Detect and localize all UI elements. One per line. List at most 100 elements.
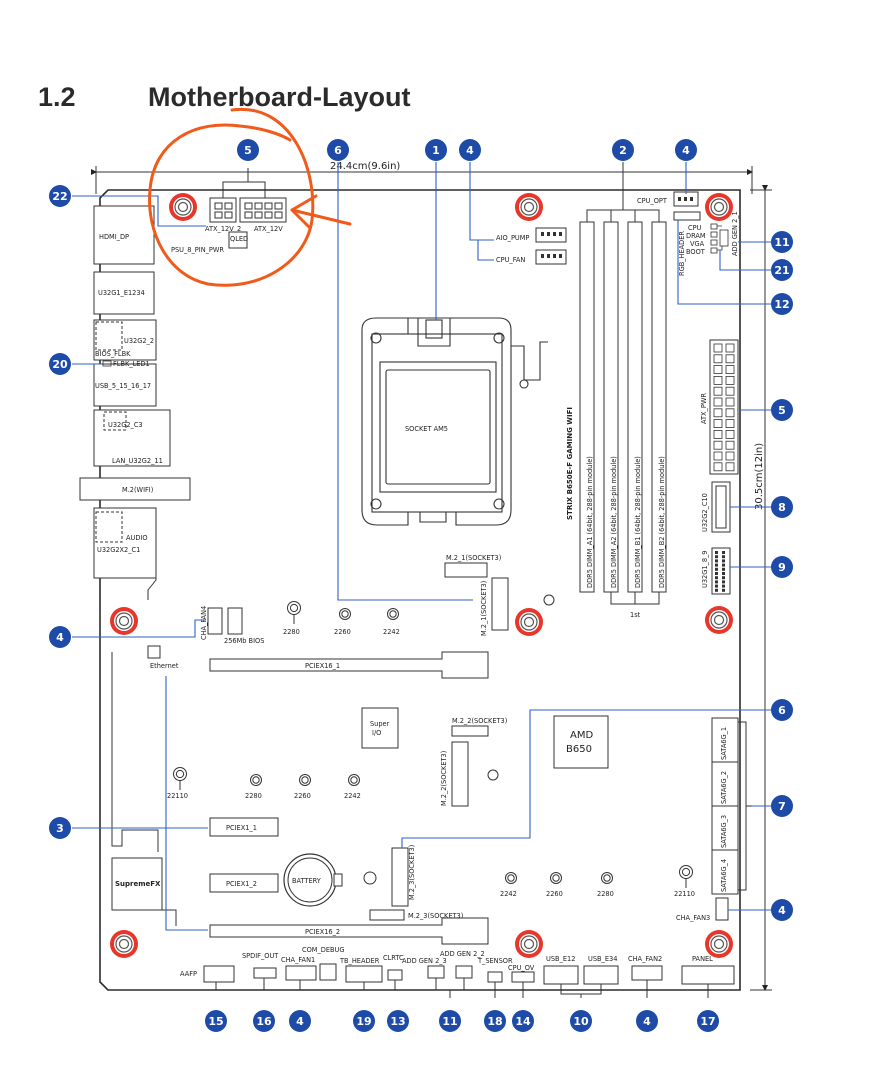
u32g2-2-label: U32G2_2 xyxy=(124,337,154,345)
callout-badge: 3 xyxy=(49,817,71,839)
q-led-vga-label: VGA xyxy=(690,240,705,248)
callout-badge: 8 xyxy=(771,496,793,518)
callout-badge: 4 xyxy=(771,899,793,921)
cpu-socket xyxy=(361,317,548,526)
callout-number: 6 xyxy=(778,704,786,717)
mount-hole xyxy=(704,192,734,222)
usb-pin xyxy=(715,576,718,580)
bios-flbk-label: BIOS_FLBK xyxy=(95,350,131,358)
atx-pin xyxy=(725,440,735,450)
board-name: STRIX B650E-F GAMING WIFI xyxy=(566,407,574,520)
usb-pin xyxy=(715,580,718,584)
m2-1-label: M.2_1(SOCKET3) xyxy=(446,554,501,562)
usb-8-9-header xyxy=(711,547,731,595)
callout-leaders xyxy=(72,162,771,931)
callout-badge: 6 xyxy=(771,699,793,721)
atx-pin xyxy=(713,354,723,364)
u32g2-c3-label: U32G2_C3 xyxy=(108,421,143,429)
usb-pin xyxy=(722,563,725,567)
m2-standoff xyxy=(550,872,562,884)
m2-standoff xyxy=(299,774,311,786)
m2-3-slot xyxy=(369,847,409,921)
callout-badge: 9 xyxy=(771,556,793,578)
atx-pin xyxy=(713,375,723,385)
atx-pwr-label: ATX_PWR xyxy=(700,393,708,424)
mount-hole xyxy=(514,192,544,222)
callout-number: 1 xyxy=(432,144,440,157)
callout-badge: 6 xyxy=(327,139,349,161)
dimm-a2-label: DDR5 DIMM_A2 (64bit, 288-pin module) xyxy=(610,456,618,588)
pciex1-2-slot xyxy=(209,873,279,893)
m2-size-label: 2260 xyxy=(294,792,311,800)
usb-5-15-label: USB_5_15_16_17 xyxy=(95,382,151,390)
callout-badge: 4 xyxy=(459,139,481,161)
rgb-header-label: RGB_HEADER xyxy=(678,231,686,276)
atx-pin xyxy=(725,451,735,461)
usb-pin xyxy=(715,559,718,563)
super-io-chip xyxy=(361,707,399,749)
m2-wifi-label: M.2(WIFI) xyxy=(122,486,153,494)
callout-badge: 11 xyxy=(771,231,793,253)
m2-1-slot xyxy=(444,562,509,631)
atx-pin xyxy=(725,429,735,439)
mount-hole xyxy=(109,929,139,959)
sata-4-label: SATA6G_4 xyxy=(720,859,728,892)
cpu-ov-label: CPU_OV xyxy=(508,964,535,972)
usb-pin xyxy=(715,572,718,575)
m2-2-label: M.2_2(SOCKET3) xyxy=(452,717,507,725)
usb-pin xyxy=(715,588,718,592)
atx-pin xyxy=(725,386,735,396)
callout-badge: 11 xyxy=(439,1010,461,1032)
u32g1-89-label: U32G1_8_9 xyxy=(701,550,709,588)
bottom-headers xyxy=(203,963,735,985)
callout-number: 4 xyxy=(682,144,690,157)
callout-badge: 15 xyxy=(205,1010,227,1032)
first-dimm-mark: 1st xyxy=(630,611,641,619)
callout-number: 7 xyxy=(778,800,786,813)
atx-pin xyxy=(713,462,723,472)
callout-number: 12 xyxy=(774,298,789,311)
m2-size-label: 2280 xyxy=(245,792,262,800)
dimm-b1-label: DDR5 DIMM_B1 (64bit, 288-pin module) xyxy=(634,456,642,588)
atx-power-pins xyxy=(713,343,735,472)
qled-label: QLED xyxy=(230,235,248,243)
q-led-boxes xyxy=(710,223,729,254)
callout-badge: 4 xyxy=(49,626,71,648)
lan-u32g2-11-label: LAN_U32G2_11 xyxy=(112,457,163,465)
chipset xyxy=(553,715,609,769)
m2-size-label: 2260 xyxy=(546,890,563,898)
callout-number: 4 xyxy=(466,144,474,157)
section-number: 1.2 xyxy=(38,82,76,112)
usb-pin xyxy=(722,567,725,571)
u32g2x2-c1-label: U32G2X2_C1 xyxy=(97,546,140,554)
m2-standoff xyxy=(287,601,301,625)
psu-8pin-label: PSU_8_PIN_PWR xyxy=(171,246,224,254)
usb-pin xyxy=(715,563,718,567)
usb-8-9-pins xyxy=(715,551,725,592)
callout-number: 16 xyxy=(256,1015,272,1028)
atx-pin xyxy=(713,451,723,461)
callout-number: 10 xyxy=(573,1015,589,1028)
height-label: 30.5cm(12in) xyxy=(754,443,765,510)
super-io-line1: Super xyxy=(370,720,390,728)
socket-label: SOCKET AM5 xyxy=(405,425,448,433)
pciex1-1-label: PCIEX1_1 xyxy=(226,824,257,832)
callout-badge: 21 xyxy=(771,259,793,281)
callout-badge: 17 xyxy=(697,1010,719,1032)
m2-3-vertical-label: M.2_3(SOCKET3) xyxy=(408,845,416,900)
atx-12v-connectors xyxy=(209,168,287,249)
usb-pin xyxy=(715,555,718,559)
pciex1-1-slot xyxy=(209,817,279,837)
bottom-header-brackets xyxy=(215,978,709,998)
m2-standoff xyxy=(543,594,555,606)
callout-number: 5 xyxy=(244,144,252,157)
usb-e12-label: USB_E12 xyxy=(546,955,575,963)
m2-size-label: 22110 xyxy=(674,890,695,898)
atx-pin xyxy=(725,343,735,353)
u32g1-e1234-label: U32G1_E1234 xyxy=(98,289,145,297)
mount-hole xyxy=(168,192,198,222)
cpu-opt-header xyxy=(535,191,701,265)
